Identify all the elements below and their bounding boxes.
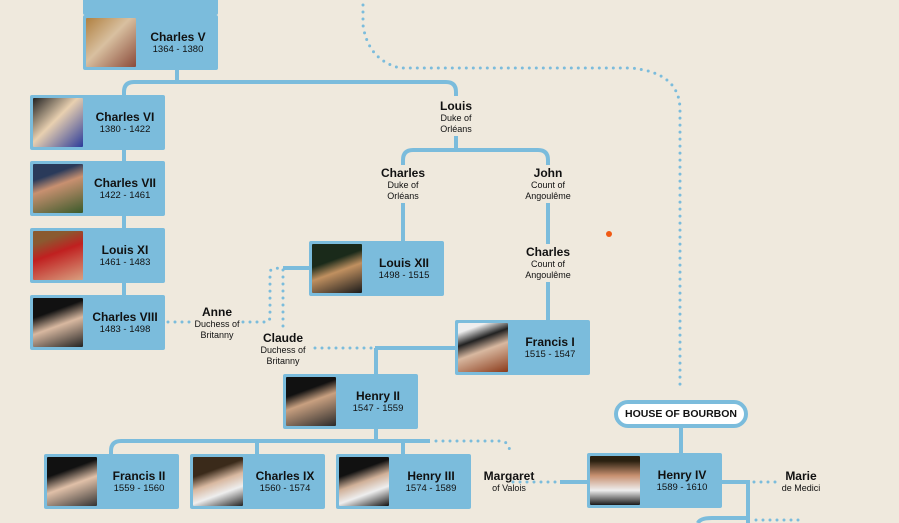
reign-years: 1380 - 1422 (99, 124, 151, 135)
portrait-image (286, 377, 336, 426)
reign-years: 1483 - 1498 (99, 324, 151, 335)
king-name: Charles IX (255, 469, 315, 483)
reign-years: 1560 - 1574 (259, 483, 311, 494)
house-of-bourbon-label: HOUSE OF BOURBON (614, 400, 748, 428)
marker-dot (606, 231, 612, 237)
king-name: Henry III (407, 469, 455, 483)
king-box-top-partial[interactable] (83, 0, 218, 15)
king-name: Francis I (525, 335, 575, 349)
reign-years: 1559 - 1560 (113, 483, 165, 494)
reign-years: 1589 - 1610 (656, 482, 708, 493)
reign-years: 1422 - 1461 (99, 190, 151, 201)
king-name: Henry IV (657, 468, 707, 482)
reign-years: 1364 - 1380 (152, 44, 204, 55)
king-name: Charles VIII (92, 310, 158, 324)
portrait-image (33, 231, 83, 280)
reign-years: 1547 - 1559 (352, 403, 404, 414)
reign-years: 1574 - 1589 (405, 483, 457, 494)
portrait-image (339, 457, 389, 506)
reign-years: 1515 - 1547 (524, 349, 576, 360)
king-name: Charles VII (93, 176, 157, 190)
portrait-image (590, 456, 640, 505)
portrait-image (47, 457, 97, 506)
king-name: Louis XI (101, 243, 149, 257)
king-name: Henry II (355, 389, 400, 403)
reign-years: 1461 - 1483 (99, 257, 151, 268)
portrait-image (458, 323, 508, 372)
king-name: Louis XII (378, 256, 429, 270)
portrait-image (33, 298, 83, 347)
king-name: Charles V (150, 30, 206, 44)
portrait-image (193, 457, 243, 506)
portrait-image (86, 18, 136, 67)
king-name: Charles VI (95, 110, 155, 124)
portrait-image (312, 244, 362, 293)
king-name: Francis II (112, 469, 166, 483)
reign-years: 1498 - 1515 (378, 270, 430, 281)
portrait-image (33, 164, 83, 213)
portrait-image (33, 98, 83, 147)
